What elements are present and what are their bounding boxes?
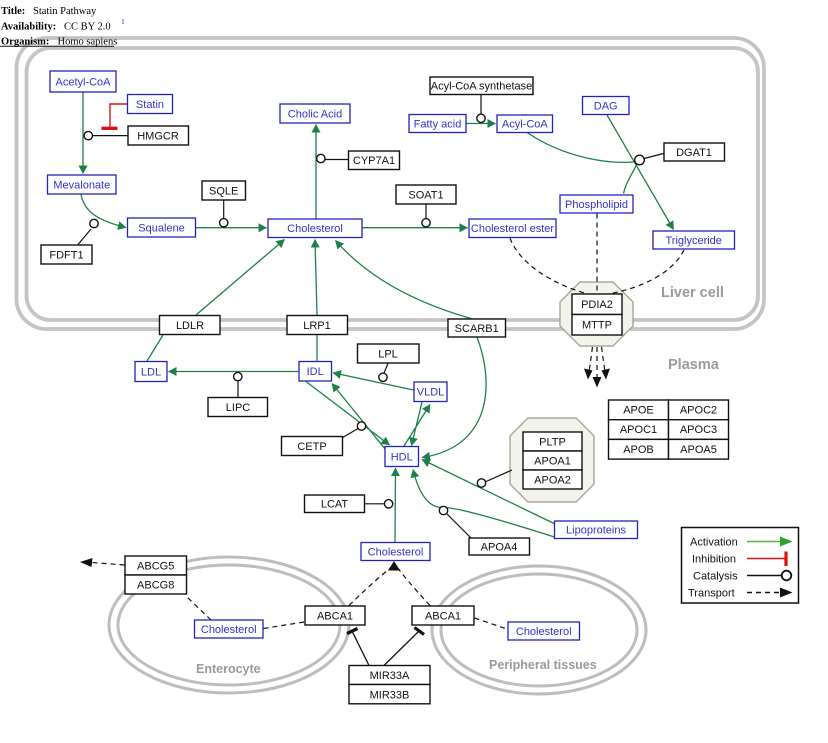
- svg-text:ABCA1: ABCA1: [317, 611, 353, 623]
- svg-text:MTTP: MTTP: [582, 320, 612, 332]
- svg-text:Organism:: Organism:: [1, 37, 49, 48]
- svg-text:APOA2: APOA2: [534, 475, 571, 487]
- svg-text:Transport: Transport: [688, 588, 735, 600]
- svg-text:FDFT1: FDFT1: [49, 250, 83, 262]
- svg-text:LIPC: LIPC: [226, 402, 251, 414]
- svg-text:SOAT1: SOAT1: [408, 190, 443, 202]
- svg-text:LPL: LPL: [378, 349, 398, 361]
- svg-text:Acetyl-CoA: Acetyl-CoA: [55, 77, 111, 89]
- svg-text:LRP1: LRP1: [303, 320, 331, 332]
- svg-text:Acyl-CoA: Acyl-CoA: [502, 119, 549, 131]
- svg-text:Fatty acid: Fatty acid: [414, 119, 462, 131]
- svg-text:Inhibition: Inhibition: [692, 554, 736, 566]
- svg-text:ABCA1: ABCA1: [425, 611, 461, 623]
- svg-text:SCARB1: SCARB1: [455, 323, 499, 335]
- svg-text:APOB: APOB: [623, 444, 654, 456]
- svg-text:Homo sapiens: Homo sapiens: [58, 37, 118, 48]
- svg-text:LCAT: LCAT: [321, 499, 349, 511]
- svg-text:Enterocyte: Enterocyte: [196, 662, 261, 676]
- svg-text:Statin Pathway: Statin Pathway: [33, 6, 97, 17]
- svg-text:Acyl-CoA synthetase: Acyl-CoA synthetase: [431, 81, 533, 93]
- svg-text:IDL: IDL: [307, 366, 324, 378]
- svg-text:1: 1: [121, 17, 125, 26]
- svg-text:APOC2: APOC2: [680, 405, 717, 417]
- svg-text:Cholesterol: Cholesterol: [516, 626, 572, 638]
- svg-text:Peripheral tissues: Peripheral tissues: [489, 658, 597, 672]
- svg-text:Plasma: Plasma: [668, 357, 720, 373]
- svg-text:ABCG5: ABCG5: [137, 561, 174, 573]
- svg-text:Availability:: Availability:: [1, 22, 56, 33]
- svg-text:CC BY 2.0: CC BY 2.0: [64, 22, 111, 33]
- svg-text:CYP7A1: CYP7A1: [353, 155, 395, 167]
- svg-text:HMGCR: HMGCR: [137, 131, 179, 143]
- svg-text:ABCG8: ABCG8: [137, 580, 174, 592]
- svg-text:DGAT1: DGAT1: [676, 147, 712, 159]
- svg-text:MIR33A: MIR33A: [370, 670, 410, 682]
- svg-text:MIR33B: MIR33B: [370, 689, 410, 701]
- svg-text:LDL: LDL: [141, 367, 161, 379]
- svg-text:SQLE: SQLE: [209, 186, 238, 198]
- svg-text:Statin: Statin: [136, 99, 164, 111]
- svg-text:APOA1: APOA1: [534, 456, 571, 468]
- svg-text:PDIA2: PDIA2: [581, 299, 613, 311]
- svg-text:APOC3: APOC3: [680, 424, 717, 436]
- svg-text:Title:: Title:: [1, 6, 25, 17]
- svg-text:Mevalonate: Mevalonate: [53, 180, 110, 192]
- svg-text:Lipoproteins: Lipoproteins: [566, 525, 626, 537]
- svg-text:Liver cell: Liver cell: [661, 285, 724, 301]
- svg-text:Squalene: Squalene: [138, 223, 185, 235]
- svg-text:APOC1: APOC1: [620, 424, 657, 436]
- svg-text:Cholesterol: Cholesterol: [287, 223, 343, 235]
- svg-text:LDLR: LDLR: [176, 320, 204, 332]
- svg-text:Triglyceride: Triglyceride: [665, 235, 721, 247]
- svg-text:Phospholipid: Phospholipid: [565, 199, 628, 211]
- svg-text:APOA4: APOA4: [481, 542, 518, 554]
- svg-text:Catalysis: Catalysis: [693, 571, 738, 583]
- svg-text:APOA5: APOA5: [680, 444, 717, 456]
- svg-text:Cholic Acid: Cholic Acid: [288, 109, 342, 121]
- svg-text:Cholesterol: Cholesterol: [368, 547, 424, 559]
- svg-text:CETP: CETP: [297, 441, 326, 453]
- svg-text:APOE: APOE: [623, 405, 654, 417]
- svg-text:Cholesterol: Cholesterol: [201, 624, 257, 636]
- svg-text:Cholesterol ester: Cholesterol ester: [471, 223, 554, 235]
- svg-text:PLTP: PLTP: [539, 437, 566, 449]
- svg-text:DAG: DAG: [594, 101, 618, 113]
- svg-text:VLDL: VLDL: [417, 387, 445, 399]
- svg-text:Activation: Activation: [690, 537, 738, 549]
- svg-text:HDL: HDL: [391, 452, 413, 464]
